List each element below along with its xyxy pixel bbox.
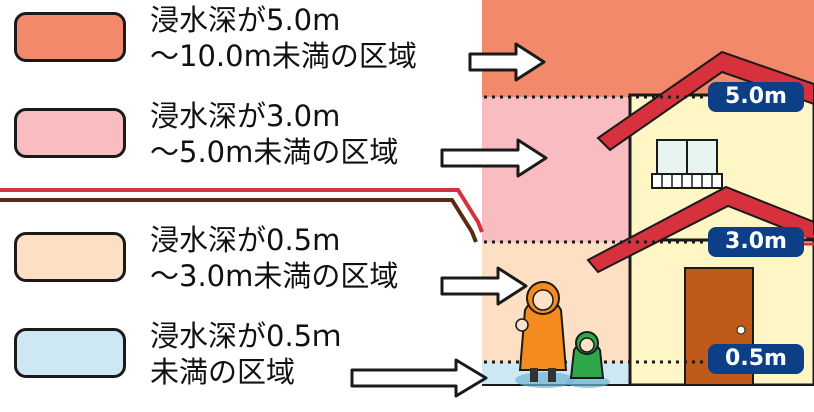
child-raincoat-figure	[566, 331, 610, 388]
depth-badge-3m: 3.0m	[708, 227, 804, 257]
right-arrow-icon	[350, 358, 488, 398]
arrow-under-05m	[350, 358, 488, 398]
legend-label-3-5m: 浸水深が3.0m ～5.0m未満の区域	[150, 98, 398, 170]
legend-label-line1: 浸水深が0.5ｍ	[150, 319, 342, 353]
arrow-05-3m	[440, 266, 528, 306]
right-arrow-icon	[440, 266, 528, 306]
house-lower-roof	[586, 185, 814, 274]
legend-label-line2: ～3.0m未満の区域	[150, 259, 399, 293]
right-arrow-icon	[468, 42, 546, 82]
legend-row-under-05m: 浸水深が0.5ｍ 未満の区域	[0, 316, 470, 412]
arrow-5-10m	[468, 42, 546, 82]
legend-label-line2: ～5.0m未満の区域	[150, 135, 399, 169]
legend-row-05-3m: 浸水深が0.5m ～3.0m未満の区域	[0, 222, 470, 318]
legend-swatch-05-3m	[14, 232, 126, 282]
arrow-3-5m	[440, 138, 548, 178]
legend-row-3-5m: 浸水深が3.0m ～5.0m未満の区域	[0, 98, 470, 194]
house-window	[651, 139, 723, 189]
edge-marker	[804, 234, 814, 246]
adult-raincoat-figure	[515, 281, 575, 388]
legend-row-5-10m: 浸水深が5.0m ～10.0m未満の区域	[0, 0, 470, 96]
ground	[482, 385, 814, 398]
legend-swatch-3-5m	[14, 108, 126, 158]
legend-label-05-3m: 浸水深が0.5m ～3.0m未満の区域	[150, 222, 398, 294]
legend-label-line1: 浸水深が3.0m	[150, 99, 341, 133]
legend-label-line2: ～10.0m未満の区域	[150, 39, 417, 73]
legend-label-line2: 未満の区域	[150, 355, 296, 389]
legend-label-5-10m: 浸水深が5.0m ～10.0m未満の区域	[150, 2, 417, 74]
legend-label-under-05m: 浸水深が0.5ｍ 未満の区域	[150, 318, 341, 390]
right-arrow-icon	[440, 138, 548, 178]
legend-label-line1: 浸水深が0.5m	[150, 223, 341, 257]
legend-label-line1: 浸水深が5.0m	[150, 3, 341, 37]
house-upper-roof	[596, 50, 814, 152]
legend-swatch-under-05m	[14, 328, 126, 378]
depth-badge-05m: 0.5m	[708, 344, 804, 374]
depth-badge-5m: 5.0m	[708, 82, 804, 112]
legend-swatch-5-10m	[14, 12, 126, 62]
boundary-line	[0, 188, 484, 243]
